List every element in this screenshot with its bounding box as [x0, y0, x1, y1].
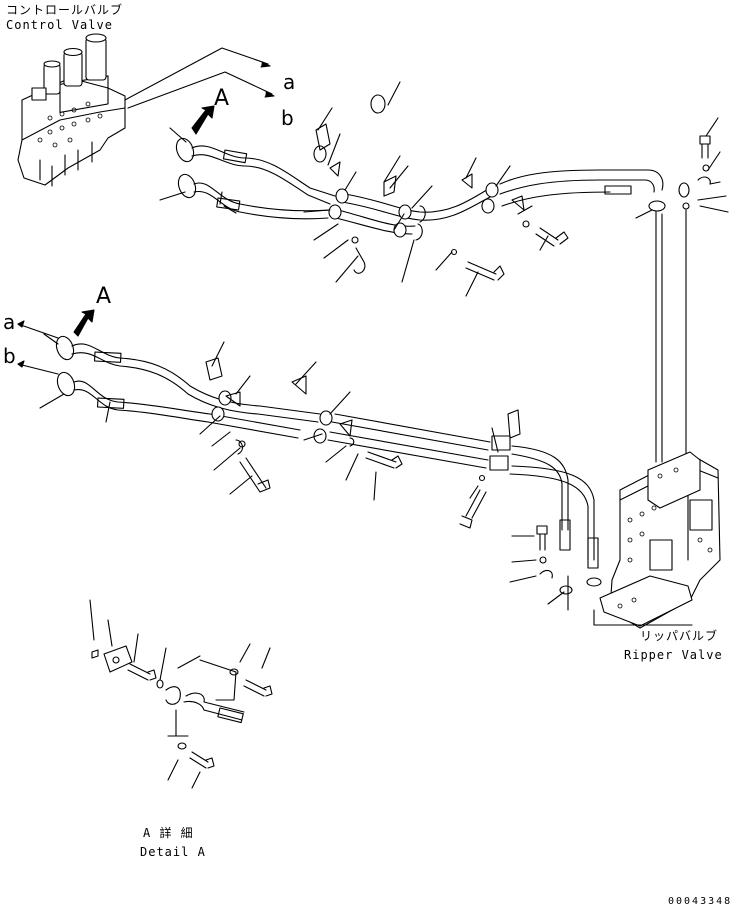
port-a-label-top: a — [283, 70, 296, 94]
control-valve-label-en: Control Valve — [6, 18, 113, 32]
leader-port-b-top — [127, 71, 273, 109]
control-valve-label-jp: コントロールバルブ — [6, 3, 124, 17]
ripper-valve-label-en: Ripper Valve — [624, 648, 723, 662]
port-b-label-top: b — [281, 106, 294, 130]
ripper-valve-label-jp: リッパバルブ — [640, 629, 719, 643]
arrow-a-left — [73, 309, 95, 337]
detail-a-view — [89, 599, 273, 789]
upper-pipe-assembly — [159, 81, 729, 463]
view-a-label-left: A — [96, 284, 112, 309]
lower-pipe-assembly — [17, 320, 599, 569]
view-a-label-top: A — [214, 86, 230, 111]
port-a-label-left: a — [3, 310, 16, 334]
port-b-label-left: b — [3, 344, 16, 368]
ripper-valve — [509, 451, 721, 629]
arrow-a-top — [191, 105, 215, 135]
detail-a-label-jp: A 詳 細 — [143, 826, 194, 840]
control-valve — [17, 33, 126, 187]
drawing-code: 00043348 — [668, 896, 733, 907]
leader-port-a-top — [124, 47, 269, 101]
detail-a-label-en: Detail A — [140, 845, 206, 859]
